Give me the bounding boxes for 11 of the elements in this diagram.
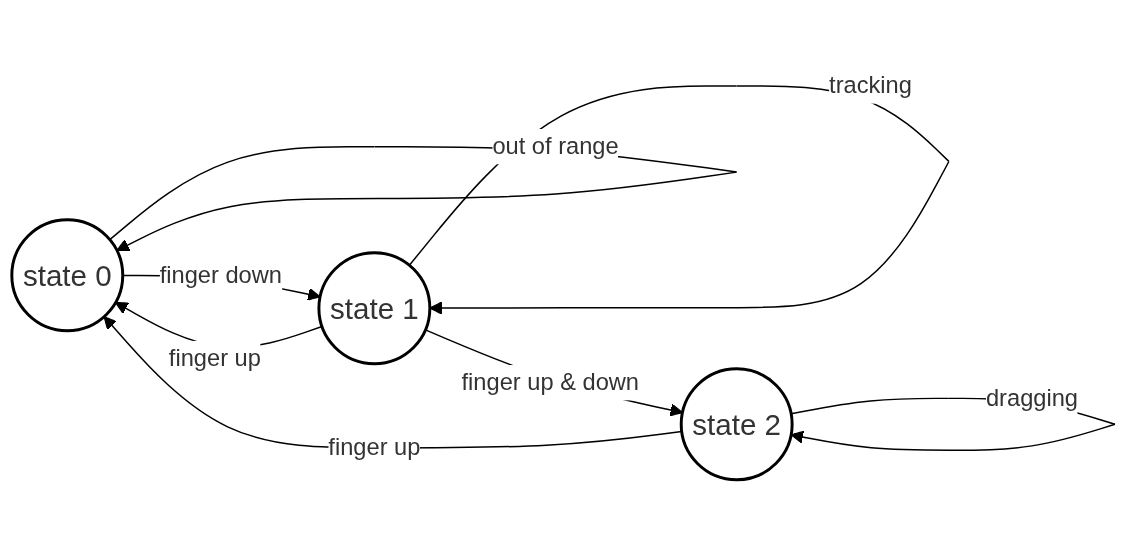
edge-label: tracking	[829, 72, 912, 98]
node-circle: state 0	[10, 218, 125, 333]
node-circle: state 2	[679, 367, 794, 482]
edge-label: finger up	[328, 434, 421, 460]
node-circle: state 1	[317, 251, 432, 366]
edge-label: finger up & down	[461, 369, 640, 395]
arrow	[103, 316, 683, 449]
edge-label: finger up	[168, 345, 261, 371]
edge-label: finger down	[159, 262, 282, 288]
edge-label: dragging	[985, 385, 1078, 411]
edge-label: out of range	[492, 133, 619, 159]
